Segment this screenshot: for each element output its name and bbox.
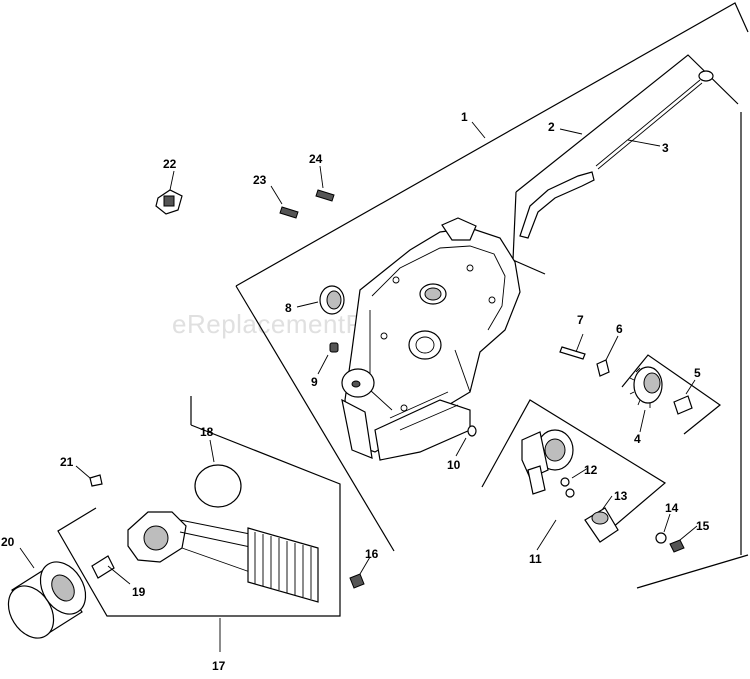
group-outline-main-1 [235, 2, 749, 552]
screw-23 [279, 206, 299, 219]
ball-12 [560, 477, 575, 498]
oil-filter [7, 561, 87, 639]
callout-5: 5 [694, 366, 701, 380]
callout-14: 14 [665, 501, 679, 515]
fitting-22 [155, 189, 183, 215]
callout-labels: 1 2 3 4 5 6 7 8 9 10 11 12 13 14 15 16 1… [1, 110, 710, 673]
callout-3: 3 [662, 141, 669, 155]
callout-18: 18 [200, 425, 214, 439]
callout-10: 10 [447, 458, 461, 472]
washer-14 [655, 532, 667, 544]
screw-15 [669, 539, 685, 553]
screw-16 [349, 573, 365, 589]
callout-22: 22 [163, 157, 177, 171]
callout-6: 6 [616, 322, 623, 336]
dipstick [595, 70, 714, 170]
callout-4: 4 [634, 432, 641, 446]
group-outline-filter-17 [57, 396, 341, 617]
callout-7: 7 [577, 313, 584, 327]
callout-9: 9 [311, 375, 318, 389]
callout-17: 17 [212, 659, 226, 673]
clip-6 [596, 359, 610, 377]
callout-20: 20 [1, 535, 15, 549]
callout-16: 16 [365, 547, 379, 561]
screw-24 [315, 189, 335, 202]
pin-7 [559, 346, 586, 360]
o-ring-18 [194, 464, 242, 508]
o-ring-10 [467, 425, 477, 437]
group-outline-gear-4 [621, 354, 722, 435]
group-outline-right-1 [636, 112, 749, 589]
group-outline-pump-11 [481, 399, 667, 529]
gear-cover [341, 217, 521, 461]
callout-11: 11 [529, 552, 542, 566]
oil-cooler-assembly [127, 511, 319, 603]
fitting-21 [89, 474, 103, 487]
callout-19: 19 [132, 585, 146, 599]
callout-2: 2 [548, 120, 555, 134]
shaft-5 [673, 395, 693, 415]
callout-15: 15 [696, 519, 710, 533]
callout-1: 1 [461, 110, 468, 124]
callout-13: 13 [614, 489, 628, 503]
dipstick-tube [519, 171, 595, 239]
callout-12: 12 [584, 463, 598, 477]
fitting-19 [91, 555, 115, 579]
plug-9 [329, 342, 339, 353]
group-outline-dipstick-2 [512, 54, 739, 275]
callout-8: 8 [285, 301, 292, 315]
leader-lines [19, 121, 698, 652]
callout-21: 21 [60, 455, 74, 469]
oil-pump [521, 429, 574, 495]
relief-valve-13 [584, 507, 619, 543]
callout-23: 23 [253, 173, 267, 187]
callout-24: 24 [309, 152, 323, 166]
governor-gear [629, 366, 663, 408]
oil-seal [319, 285, 345, 315]
